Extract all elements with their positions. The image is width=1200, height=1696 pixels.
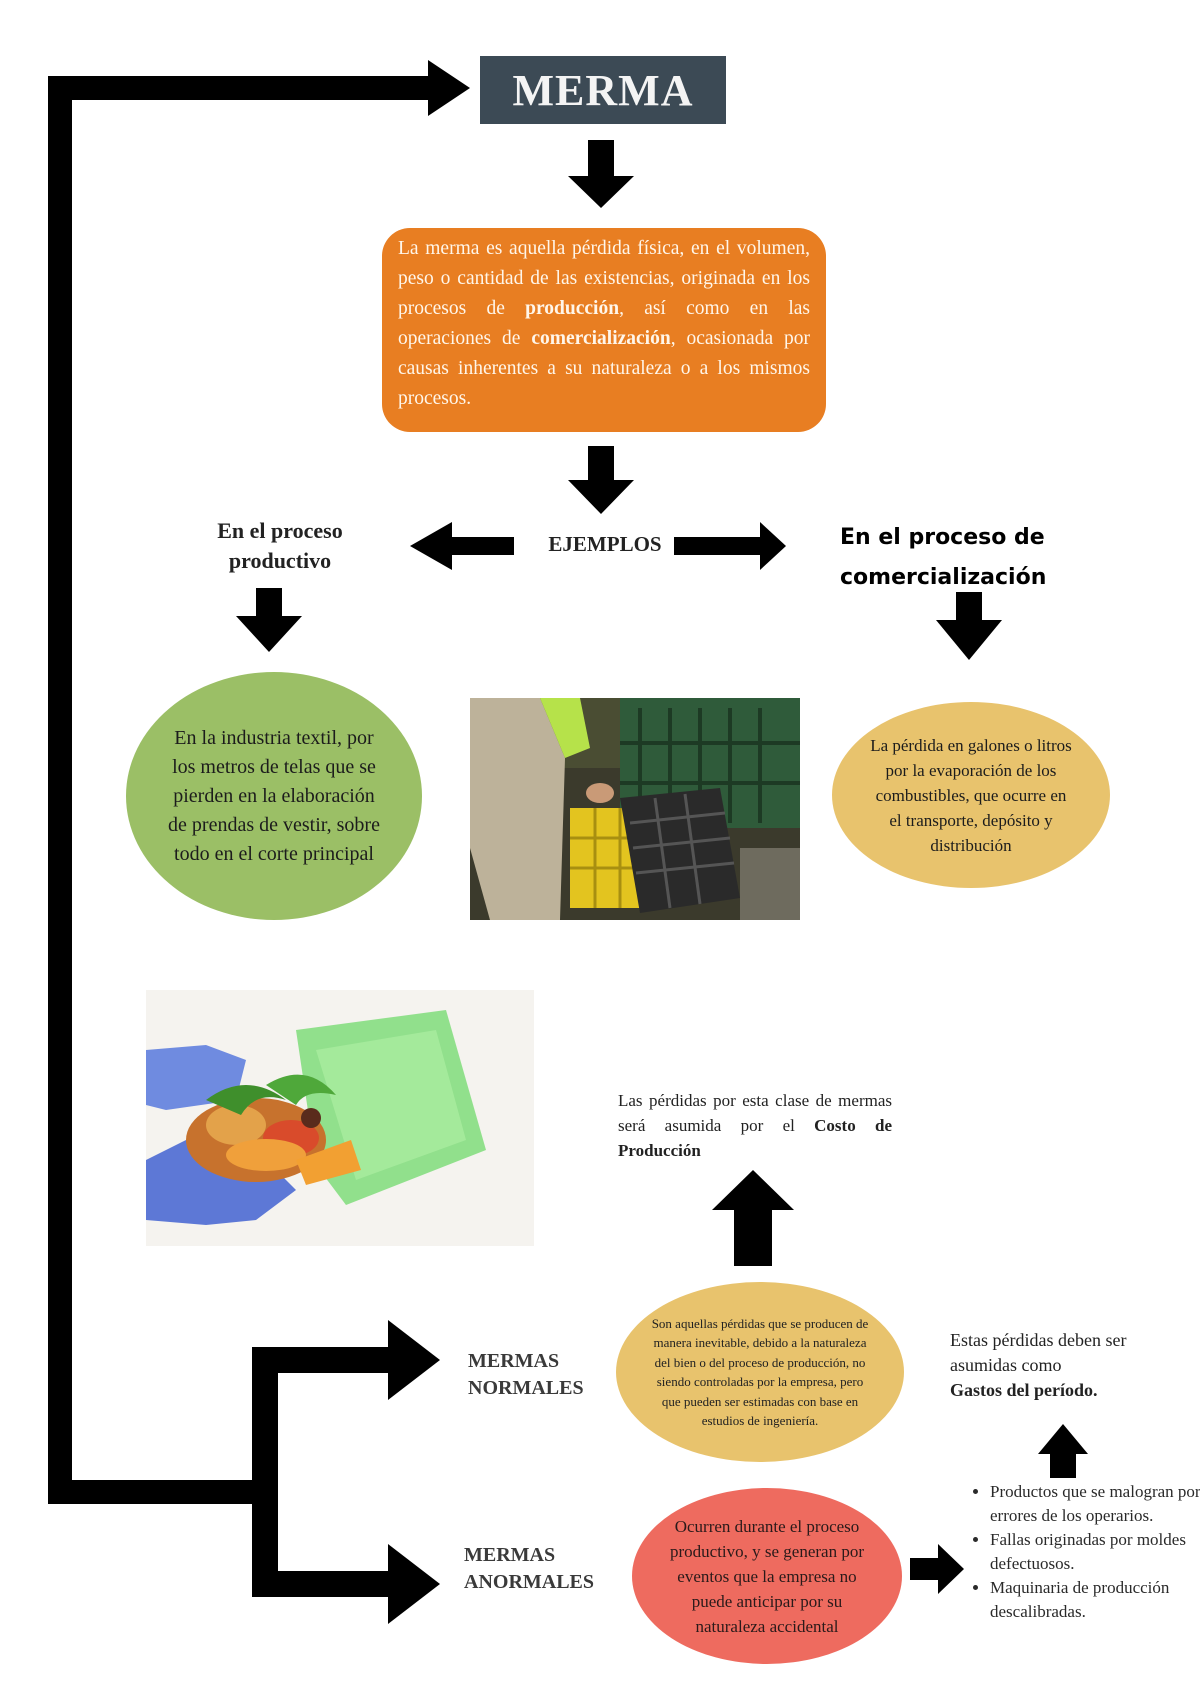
arrow-right-icon [760, 522, 786, 570]
main-bracket-line [48, 76, 430, 1504]
gastos-periodo-text: Estas pérdidas deben ser asumidas como G… [950, 1328, 1190, 1403]
costo-text: Las pérdidas por esta clase de mermas se… [618, 1091, 892, 1135]
normal-description-text: Son aquellas pérdidas que se producen de… [651, 1315, 869, 1429]
page-title: MERMA [512, 65, 694, 115]
gastos-bold: Gastos del período. [950, 1380, 1098, 1400]
arrow-to-normales-icon [388, 1320, 440, 1400]
commercial-example-text: La pérdida en galones o litros por la ev… [870, 735, 1072, 855]
produce-crates-photo [470, 698, 800, 920]
branch-bracket-line [252, 1347, 390, 1597]
abnormal-description-text: Ocurren durante el proceso productivo, y… [669, 1516, 865, 1636]
productive-example-text: En la industria textil, por los metros d… [168, 726, 380, 865]
cause-item: Maquinaria de producción descalibradas. [990, 1576, 1200, 1624]
definition-bold-comercializacion: comercialización [531, 328, 671, 349]
definition-text-3: , ocasionada por causas inherentes a su … [398, 328, 810, 409]
arrow-to-title-icon [428, 60, 470, 116]
arrow-up-costo-icon [712, 1170, 794, 1210]
commercial-heading: En el proceso de comercialización [840, 525, 1047, 590]
mermas-normales-label: MERMAS NORMALES [468, 1350, 584, 1399]
food-waste-photo [146, 990, 534, 1246]
arrow-down-productive-icon [236, 616, 302, 652]
mermas-anormales-label: MERMAS ANORMALES [464, 1544, 595, 1593]
productive-heading: En el proceso productivo [217, 518, 343, 573]
arrow-down-commercial-icon [936, 620, 1002, 660]
arrow-to-anormales-icon [388, 1544, 440, 1624]
abnormal-causes-list: Productos que se malogran por errores de… [968, 1480, 1200, 1624]
abnormal-description-ellipse: Ocurren durante el proceso productivo, y… [632, 1488, 902, 1664]
definition-box: La merma es aquella pérdida física, en e… [382, 228, 826, 432]
definition-text-1: La merma es aquella pérdida física, en e… [398, 238, 810, 319]
examples-label: EJEMPLOS [548, 532, 662, 556]
arrow-up-gastos-icon [1038, 1424, 1088, 1454]
arrow-down-2-icon [568, 480, 634, 514]
definition-text-2: , así como en las operaciones de [398, 298, 810, 349]
gastos-text: Estas pérdidas deben ser asumidas como [950, 1330, 1127, 1375]
cause-item: Fallas originadas por moldes defectuosos… [990, 1528, 1200, 1576]
costo-produccion-text: Las pérdidas por esta clase de mermas se… [618, 1088, 892, 1163]
arrow-left-icon [410, 522, 452, 570]
arrow-right-causes-icon [938, 1544, 964, 1594]
arrow-down-1-icon [568, 176, 634, 208]
normal-description-ellipse: Son aquellas pérdidas que se producen de… [616, 1282, 904, 1462]
definition-bold-produccion: producción [525, 298, 620, 319]
costo-bold: Costo de Producción [618, 1116, 892, 1160]
title-box: MERMA [480, 56, 726, 124]
commercial-example-ellipse: La pérdida en galones o litros por la ev… [832, 702, 1110, 888]
productive-example-ellipse: En la industria textil, por los metros d… [126, 672, 422, 920]
cause-item: Productos que se malogran por errores de… [990, 1480, 1200, 1528]
